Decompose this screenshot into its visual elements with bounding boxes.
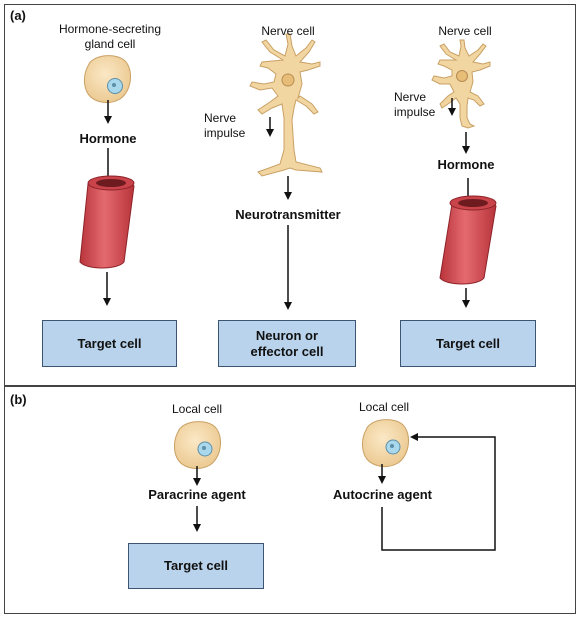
target-cell-box-3: Target cell [400, 320, 536, 367]
paracrine-agent-label: Paracrine agent [148, 487, 246, 502]
local-cell-label-paracrine: Local cell [171, 402, 223, 416]
autocrine-feedback-arrow [381, 433, 496, 551]
target-cell-box-paracrine: Target cell [128, 543, 264, 589]
nerve-impulse-label-3: Nerve impulse [394, 90, 436, 119]
local-cell-paracrine [174, 421, 222, 469]
hormone-label-1: Hormone [79, 131, 137, 146]
gland-cell [84, 55, 132, 103]
nerve-cell-3 [431, 39, 491, 129]
local-cell-label-autocrine: Local cell [358, 400, 410, 414]
hormone-label-3: Hormone [437, 157, 495, 172]
panel-b-label: (b) [10, 392, 27, 407]
autocrine-agent-label: Autocrine agent [333, 487, 432, 502]
neuron-effector-box: Neuron or effector cell [218, 320, 356, 367]
nerve-cell-label-3: Nerve cell [438, 24, 492, 38]
panel-b [4, 386, 576, 614]
panel-a-label: (a) [10, 8, 26, 23]
nerve-cell-2 [249, 33, 323, 177]
blood-vessel-3 [439, 195, 497, 285]
neurotransmitter-label: Neurotransmitter [235, 207, 341, 222]
blood-vessel-1 [79, 175, 135, 269]
nerve-cell-label-2: Nerve cell [261, 24, 315, 38]
target-cell-box-1: Target cell [42, 320, 177, 367]
local-cell-autocrine [362, 419, 410, 467]
nerve-impulse-label-2: Nerve impulse [204, 111, 246, 140]
gland-cell-label: Hormone-secreting gland cell [58, 22, 162, 51]
